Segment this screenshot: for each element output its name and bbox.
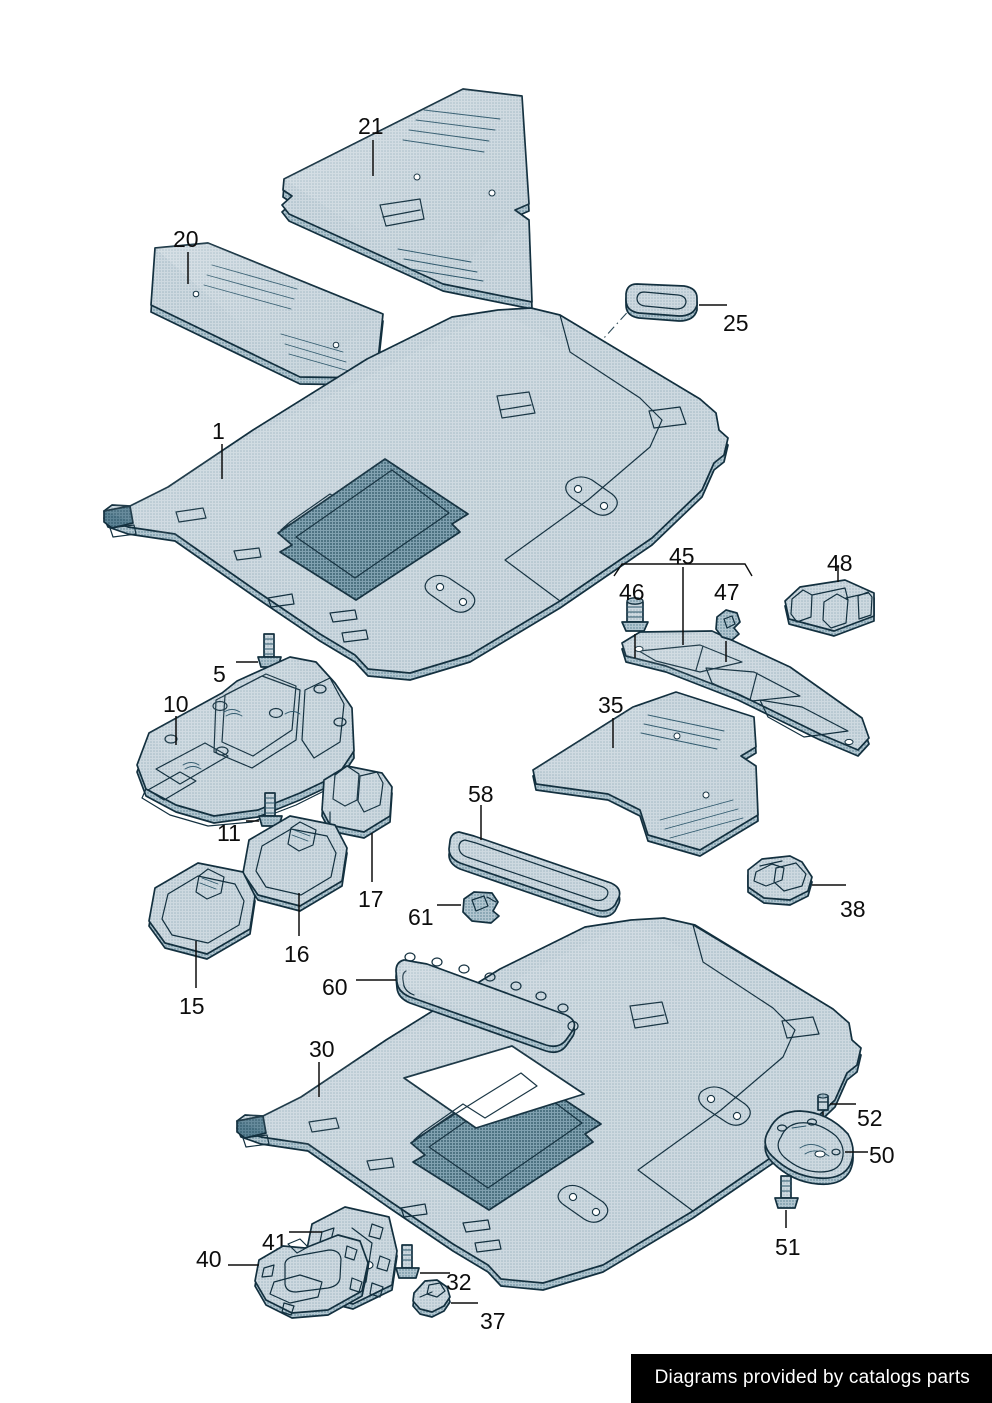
callout-5-label: 5: [213, 661, 226, 687]
callout-1-label: 1: [212, 418, 225, 444]
part-61-spring-clip: [462, 891, 500, 924]
callout-21-label: 21: [358, 113, 384, 139]
callout-48: 48: [827, 550, 853, 576]
callout-61-label: 61: [408, 904, 434, 930]
part-1-headliner: [103, 307, 729, 681]
part-25-light-aperture-trim-ring: [545, 283, 698, 403]
part-10-overhead-console-housing: [136, 656, 355, 827]
callout-25-label: 25: [723, 310, 749, 336]
part-20-roof-insulation-mat-small: [150, 242, 384, 386]
callout-51: 51: [775, 1234, 801, 1260]
callout-20: 20: [173, 226, 199, 284]
callout-35-label: 35: [598, 692, 624, 718]
callout-60-label: 60: [322, 974, 348, 1000]
callout-32: 32: [420, 1269, 472, 1295]
callout-60: 60: [322, 974, 396, 1000]
part-16-console-frame-ring: [242, 815, 348, 912]
callout-15: 15: [179, 941, 205, 1019]
callout-51-label: 51: [775, 1234, 801, 1260]
callout-47-label: 47: [714, 579, 740, 605]
callout-61: 61: [408, 904, 461, 930]
callout-17: 17: [358, 833, 384, 912]
callout-58-label: 58: [468, 781, 494, 807]
part-37-coat-hook: [412, 1279, 451, 1318]
callout-11-label: 11: [217, 820, 241, 846]
callout-58: 58: [468, 781, 494, 840]
callout-30: 30: [309, 1036, 335, 1097]
callout-47: 47: [714, 579, 740, 605]
callout-25: 25: [699, 304, 749, 336]
callout-21: 21: [358, 113, 384, 176]
callout-52: 52: [830, 1103, 883, 1131]
callout-10-label: 10: [163, 691, 189, 717]
part-21-roof-insulation-mat-large: [281, 88, 533, 310]
part-48-retainer-block: [784, 565, 875, 637]
callout-50-label: 50: [869, 1142, 895, 1168]
part-17-sun-visor-retainer-bracket: [321, 765, 393, 839]
part-30-headliner-with-sunroof: [236, 917, 862, 1291]
callout-1: 1: [212, 418, 225, 479]
callout-46-label: 46: [619, 579, 645, 605]
part-52-bushing-sleeve: [817, 1093, 829, 1145]
callout-32-label: 32: [446, 1269, 472, 1295]
callout-45-label: 45: [669, 543, 695, 569]
callout-30-label: 30: [309, 1036, 335, 1062]
callout-16-label: 16: [284, 941, 310, 967]
part-50-grab-handle-recess-trim: [764, 1110, 854, 1186]
part-60-sunroof-cover-panel: [395, 952, 579, 1054]
callout-48-label: 48: [827, 550, 853, 576]
callout-20-label: 20: [173, 226, 199, 252]
watermark: Diagrams provided by catalogs parts: [630, 1354, 992, 1403]
callout-50: 50: [845, 1142, 895, 1168]
callout-40-label: 40: [196, 1246, 222, 1272]
part-38-hook-retainer: [747, 855, 813, 906]
callout-37-label: 37: [480, 1308, 506, 1334]
part-46-expanding-rivet-plug: [621, 597, 649, 658]
callout-15-label: 15: [179, 993, 205, 1019]
part-45-rear-trim-assembly: [621, 630, 870, 757]
callout-5: 5: [213, 661, 258, 687]
part-35-rear-insulation-mat: [532, 691, 759, 857]
callout-45: 45: [613, 543, 753, 645]
callout-38-label: 38: [840, 896, 866, 922]
part-40-console-trim-frame: [254, 1234, 369, 1319]
callout-46: 46: [619, 579, 645, 605]
callout-38: 38: [812, 884, 866, 922]
callout-37: 37: [451, 1302, 506, 1334]
part-32-tapping-screw: [395, 1244, 420, 1279]
part-51-tapping-screw: [774, 1175, 799, 1228]
part-15-console-frame-ring: [148, 862, 256, 960]
callout-35: 35: [598, 692, 624, 748]
part-47-spring-clip: [715, 609, 741, 662]
callout-52-label: 52: [857, 1105, 883, 1131]
callout-17-label: 17: [358, 886, 384, 912]
callout-40: 40: [196, 1246, 259, 1272]
part-58-sunroof-seal-frame: [448, 831, 621, 918]
callout-16: 16: [284, 893, 310, 967]
callout-11: 11: [217, 820, 259, 846]
callout-10: 10: [163, 691, 189, 745]
